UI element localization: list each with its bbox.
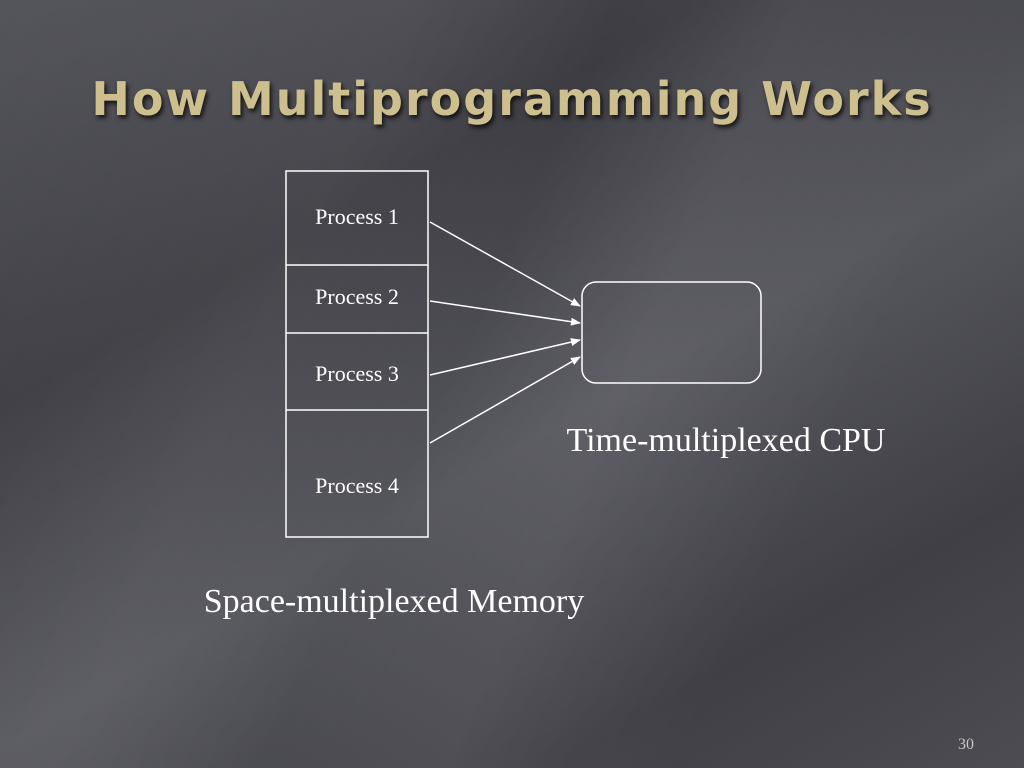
arrow-process-1 — [429, 221, 581, 307]
cpu-box — [581, 281, 762, 384]
arrow-process-3 — [429, 338, 581, 376]
process-1-label: Process 1 — [315, 204, 399, 229]
cpu-label: Time-multiplexed CPU — [567, 422, 886, 459]
memory-outline — [285, 170, 429, 538]
process-2-label: Process 2 — [315, 284, 399, 309]
memory-label: Space-multiplexed Memory — [204, 583, 585, 620]
arrow-process-4 — [429, 356, 581, 444]
memory-block: Process 1 Process 2 Process 3 Process 4 — [285, 170, 429, 538]
page-number: 30 — [958, 736, 974, 753]
process-4-label: Process 4 — [315, 473, 399, 498]
slide-title: How Multiprogramming Works — [91, 72, 933, 126]
arrows — [429, 221, 581, 444]
arrow-process-2 — [429, 300, 581, 326]
process-3-label: Process 3 — [315, 361, 399, 386]
